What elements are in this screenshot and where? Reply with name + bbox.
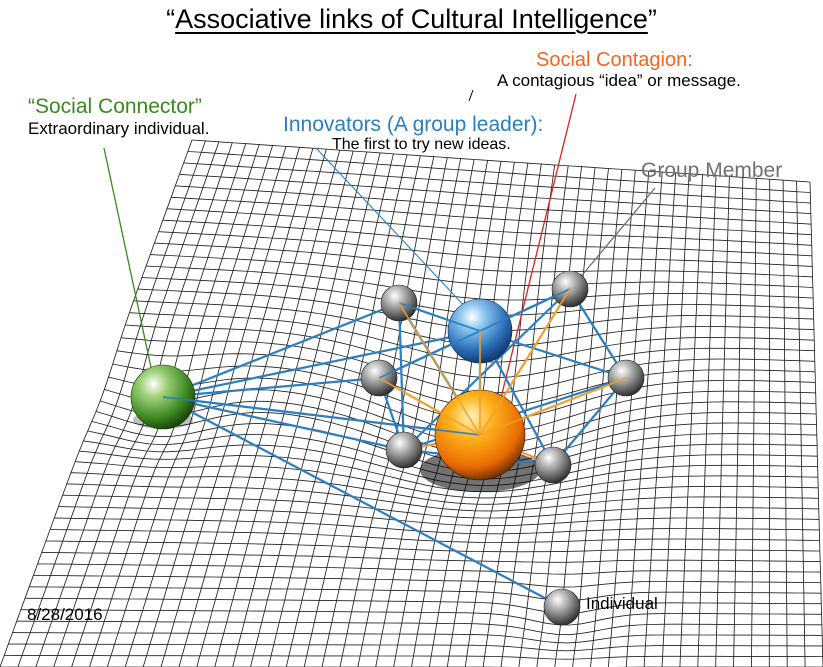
grid-line — [175, 185, 812, 225]
contagion-link-overlay — [479, 288, 571, 436]
title-open-quote: “ — [166, 4, 176, 34]
network-link — [162, 395, 405, 452]
grid-line — [715, 176, 730, 667]
network-link-overlay — [162, 396, 481, 436]
network-link — [162, 301, 400, 399]
social-contagion-title: Social Contagion: — [536, 49, 693, 71]
grid-line — [62, 494, 819, 519]
group-member-label: Group Member — [641, 159, 783, 182]
network-link-overlay — [398, 302, 481, 332]
grid-line — [183, 162, 811, 204]
grid-line — [75, 461, 818, 499]
individual-label: Individual — [586, 594, 658, 613]
grid-line — [171, 196, 812, 236]
grid-line — [162, 219, 813, 257]
contagion-tick — [468, 89, 474, 102]
grid-line — [41, 551, 821, 563]
grid-line — [125, 324, 815, 379]
network-link — [397, 302, 406, 451]
innovators-description: The first to try new ideas. — [332, 136, 511, 153]
grid-line — [4, 655, 823, 660]
contagion-callout-line — [497, 93, 577, 411]
date-label: 8/28/2016 — [27, 605, 103, 624]
grid-line — [58, 506, 820, 527]
contagion-link-overlay — [479, 377, 627, 436]
grid-line — [37, 563, 821, 575]
contagion-link-overlay — [378, 377, 481, 436]
innovators-callout-line — [315, 147, 471, 313]
grid-line — [29, 586, 822, 601]
innovators-title: Innovators (A group leader): — [283, 113, 544, 136]
grid-line — [154, 242, 813, 278]
individual-node — [543, 588, 581, 626]
grid-line — [54, 517, 820, 535]
grid-line — [33, 574, 821, 588]
grid-line — [750, 178, 757, 667]
social-contagion-description: A contagious “idea” or message. — [497, 71, 741, 90]
connector-callout-line — [103, 147, 153, 373]
grid-line — [733, 177, 744, 667]
grid-line — [697, 175, 717, 667]
social-connector-description: Extraordinary individual. — [28, 119, 210, 138]
network-link — [403, 288, 571, 451]
grid-line — [66, 483, 819, 512]
contagion-link-overlay — [398, 302, 481, 436]
grid-line — [191, 139, 811, 183]
grid-line — [179, 173, 811, 215]
callout-lines — [103, 89, 656, 411]
title-text: Associative links of Cultural Intelligen… — [175, 4, 648, 34]
grid-line — [661, 173, 690, 667]
network-link — [552, 377, 627, 466]
grid-line — [12, 632, 823, 644]
network-link — [162, 376, 380, 399]
grid-line — [590, 170, 636, 667]
grid-line — [166, 208, 812, 246]
network-link — [162, 329, 481, 399]
social-connector-title: “Social Connector” — [28, 95, 202, 118]
grid-line — [25, 597, 822, 614]
network-nodes — [130, 270, 645, 626]
grid-line — [8, 643, 823, 652]
grid-line — [16, 620, 822, 636]
title-close-quote: ” — [647, 4, 657, 34]
warped-grid-surface — [0, 139, 823, 667]
group-member-node — [534, 446, 572, 484]
network-link-overlay — [479, 288, 571, 332]
group-member-node — [385, 431, 423, 469]
network-link-overlay — [378, 330, 481, 379]
group-member-callout-line — [577, 187, 656, 281]
grid-line — [187, 151, 811, 193]
grid-line — [158, 231, 813, 267]
grid-line — [643, 172, 677, 667]
grid-line — [679, 174, 703, 667]
grid-line — [20, 609, 822, 626]
diagram-title: “Associative links of Cultural Intellige… — [0, 6, 823, 33]
grid-line — [120, 337, 815, 394]
grid-line — [45, 540, 820, 553]
grid-line — [70, 472, 819, 505]
grid-line — [79, 450, 818, 493]
grid-line — [150, 254, 813, 288]
network-link — [162, 396, 563, 608]
